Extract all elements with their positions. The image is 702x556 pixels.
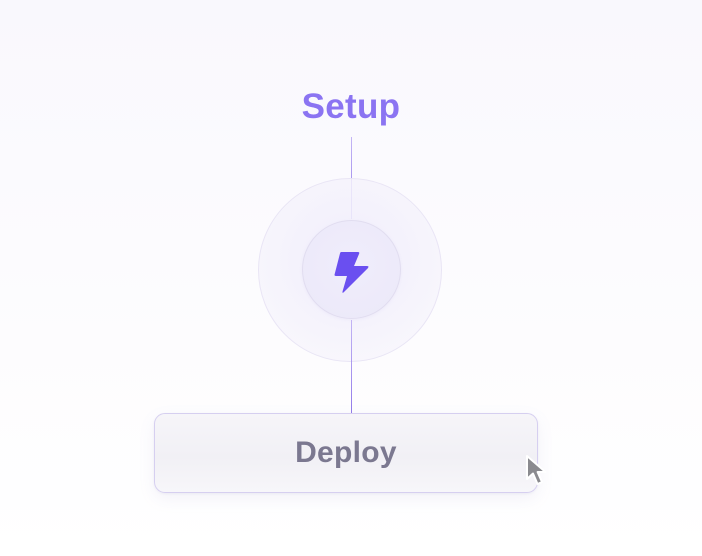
deploy-button[interactable]: Deploy <box>154 413 538 493</box>
connector-line-bottom <box>351 320 352 414</box>
deploy-button-label: Deploy <box>295 436 397 469</box>
step-title: Setup <box>301 87 401 126</box>
mouse-cursor-icon <box>526 455 547 485</box>
lightning-bolt-icon <box>334 252 369 293</box>
